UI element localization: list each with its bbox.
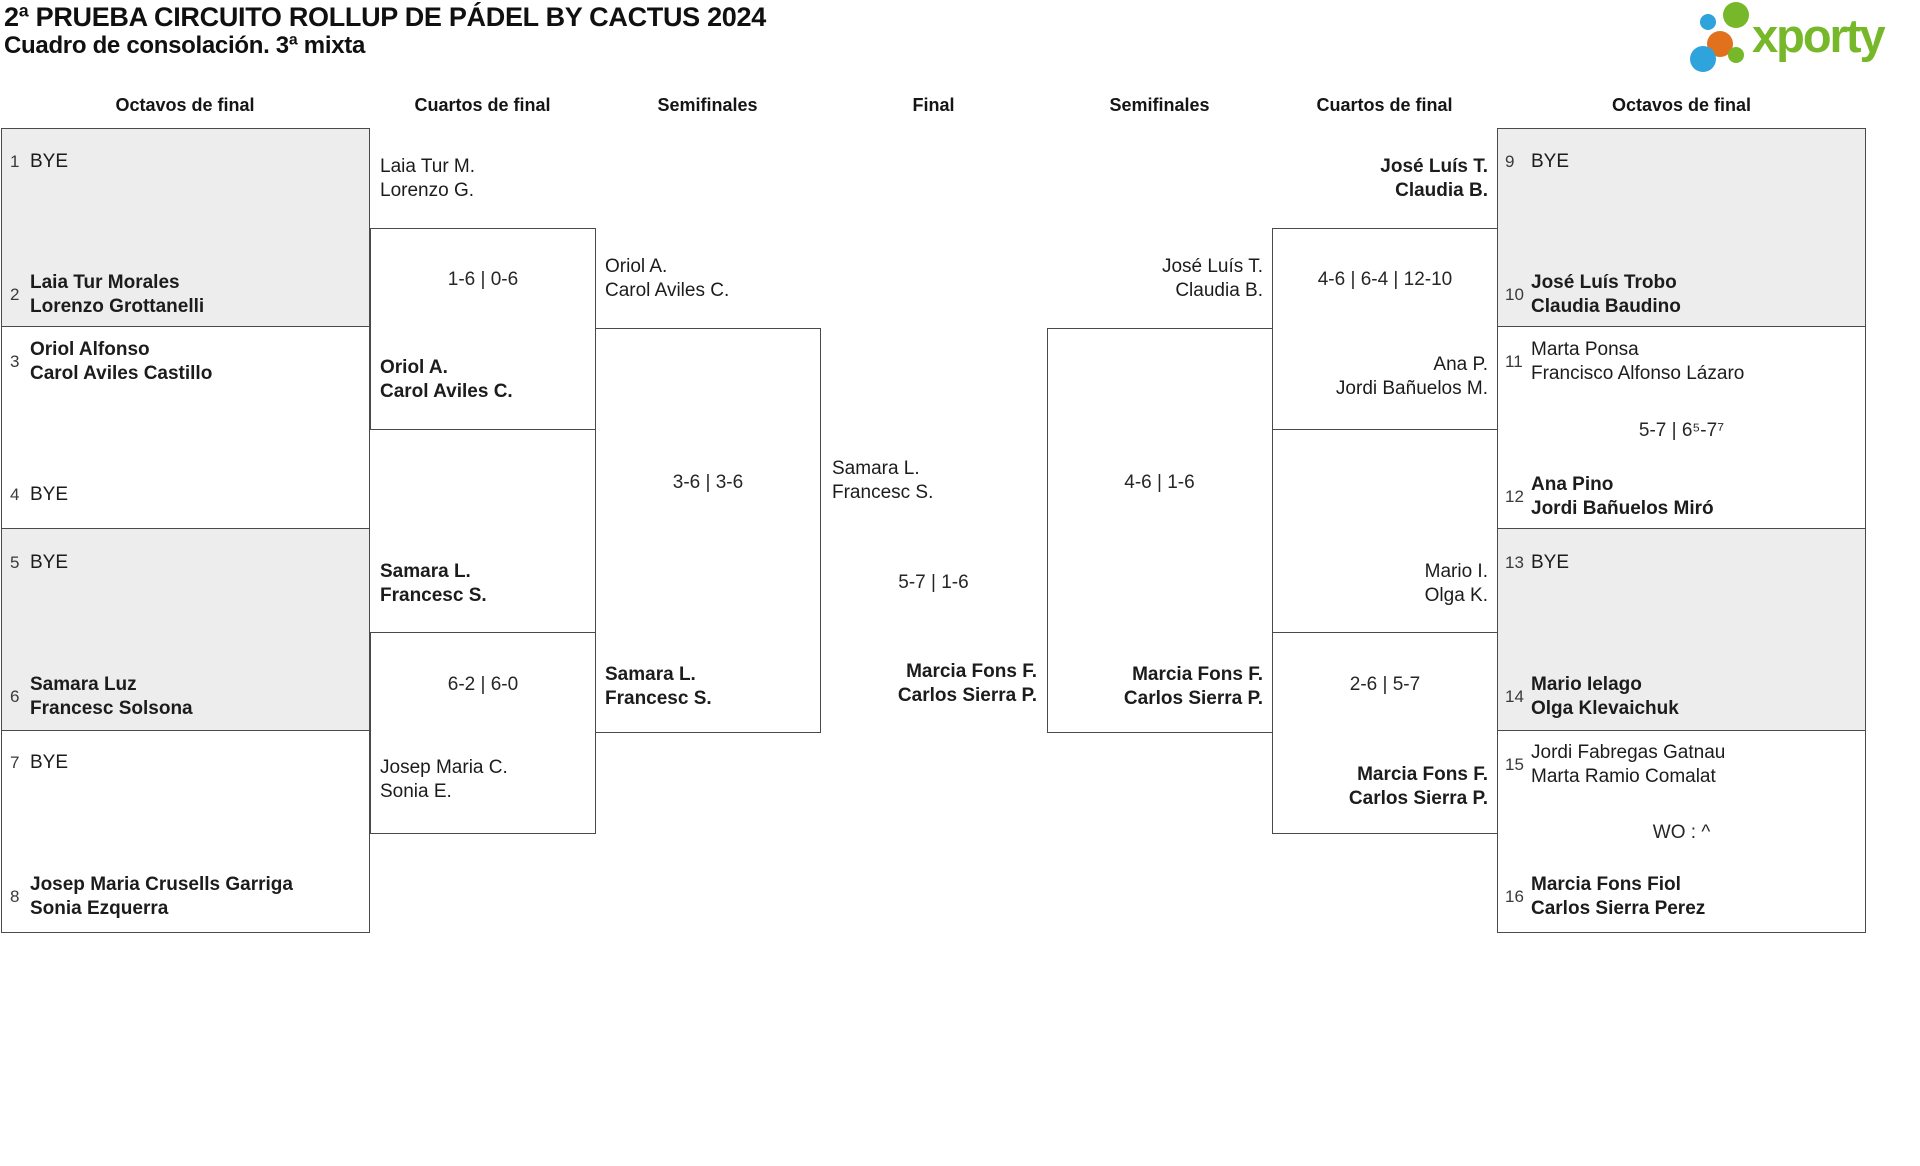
team-name-cuartos-left-2-top: Samara L. Francesc S. [380,561,487,606]
round-header-semifinal-left: Semifinales [657,95,758,115]
match-box-cuartos-right-2 [1272,632,1498,834]
team-name-semifinal-left-top: Oriol A. Carol Aviles C. [605,256,730,301]
round-header-semifinal-right: Semifinales [1109,95,1210,115]
match-score-cuartos-left-2: 6-2 | 6-0 [447,674,519,695]
logo-dot-blue-small-icon [1700,14,1716,30]
team-name-cuartos-right-2-top: Mario I. Olga K. [1424,561,1488,606]
seed-number-1: 1 [10,152,20,171]
team-name-7: BYE [30,752,69,773]
team-name-8: Josep Maria Crusells Garriga Sonia Ezque… [30,874,293,919]
seed-number-9: 9 [1505,152,1515,171]
match-box-octavos-left-4 [1,730,370,933]
match-box-cuartos-left-2 [370,632,596,834]
team-name-4: BYE [30,484,69,505]
team-name-semifinal-right-top: José Luís T. Claudia B. [1161,256,1263,301]
seed-number-15: 15 [1505,755,1524,774]
round-header-final: Final [912,95,955,115]
match-box-semifinal-right [1047,328,1273,733]
team-name-12: Ana Pino Jordi Bañuelos Miró [1531,474,1714,519]
seed-number-7: 7 [10,753,20,772]
team-name-cuartos-right-2-bottom: Marcia Fons F. Carlos Sierra P. [1348,764,1488,809]
match-box-octavos-left-3 [1,528,370,731]
match-score-cuartos-right-1: 4-6 | 6-4 | 12-10 [1317,269,1453,290]
match-score-semifinal-left: 3-6 | 3-6 [672,472,744,493]
logo-wordmark: xporty [1752,9,1886,62]
logo-dot-green-large-icon [1723,2,1749,28]
team-name-16: Marcia Fons Fiol Carlos Sierra Perez [1531,874,1706,919]
seed-number-10: 10 [1505,285,1524,304]
match-score-octavos-11-12: 5-7 | 6⁵-7⁷ [1638,420,1725,441]
team-name-cuartos-right-1-bottom: Ana P. Jordi Bañuelos M. [1335,354,1488,399]
team-name-11: Marta Ponsa Francisco Alfonso Lázaro [1531,339,1745,384]
seed-number-8: 8 [10,887,20,906]
seed-number-6: 6 [10,687,20,706]
team-name-cuartos-left-1-bottom: Oriol A. Carol Aviles C. [380,357,513,402]
seed-number-13: 13 [1505,553,1524,572]
team-name-1: BYE [30,151,69,172]
team-name-2: Laia Tur Morales Lorenzo Grottanelli [30,272,205,317]
team-name-cuartos-right-1-top: José Luís T. Claudia B. [1380,156,1488,201]
team-name-final-bottom: Marcia Fons F. Carlos Sierra P. [897,661,1037,706]
seed-number-11: 11 [1505,352,1523,371]
match-box-octavos-right-3 [1497,528,1866,731]
seed-number-3: 3 [10,352,20,371]
team-name-9: BYE [1531,151,1570,172]
team-name-3: Oriol Alfonso Carol Aviles Castillo [30,339,213,384]
team-name-6: Samara Luz Francesc Solsona [30,674,193,719]
team-name-cuartos-left-2-bottom: Josep Maria C. Sonia E. [380,757,508,802]
match-box-octavos-left-1 [1,128,370,327]
round-header-cuartos-left: Cuartos de final [414,95,551,115]
team-name-14: Mario Ielago Olga Klevaichuk [1531,674,1679,719]
tournament-title: 2ª PRUEBA CIRCUITO ROLLUP DE PÁDEL BY CA… [4,2,766,32]
match-score-final: 5-7 | 1-6 [898,572,969,593]
match-score-cuartos-left-1: 1-6 | 0-6 [447,269,519,290]
xporty-logo: xporty [1690,0,1920,72]
team-name-15: Jordi Fabregas Gatnau Marta Ramio Comala… [1531,742,1726,787]
match-box-semifinal-left [595,328,821,733]
match-box-octavos-right-4 [1497,730,1866,933]
team-name-semifinal-left-bottom: Samara L. Francesc S. [605,664,712,709]
match-score-cuartos-right-2: 2-6 | 5-7 [1349,674,1421,695]
team-name-final-top: Samara L. Francesc S. [832,458,934,503]
seed-number-2: 2 [10,285,20,304]
seed-number-5: 5 [10,553,20,572]
round-header-octavos-right: Octavos de final [1611,95,1752,115]
round-header-octavos-left: Octavos de final [115,95,255,115]
team-name-5: BYE [30,552,69,573]
match-score-semifinal-right: 4-6 | 1-6 [1124,472,1195,493]
team-name-13: BYE [1531,552,1570,573]
team-name-cuartos-left-1-top: Laia Tur M. Lorenzo G. [380,156,476,201]
seed-number-14: 14 [1505,687,1524,706]
match-box-octavos-right-1 [1497,128,1866,327]
logo-dot-green-small-icon [1728,47,1744,63]
team-name-semifinal-right-bottom: Marcia Fons F. Carlos Sierra P. [1123,664,1263,709]
seed-number-4: 4 [10,485,20,504]
match-score-octavos-15-16: WO : ^ [1652,822,1711,843]
logo-dot-blue-large-icon [1690,46,1716,72]
tournament-subtitle: Cuadro de consolación. 3ª mixta [4,32,366,59]
seed-number-16: 16 [1505,887,1524,906]
seed-number-12: 12 [1505,487,1524,506]
round-header-cuartos-right: Cuartos de final [1316,95,1453,115]
team-name-10: José Luís Trobo Claudia Baudino [1531,272,1681,317]
match-box-octavos-right-2 [1497,326,1866,529]
